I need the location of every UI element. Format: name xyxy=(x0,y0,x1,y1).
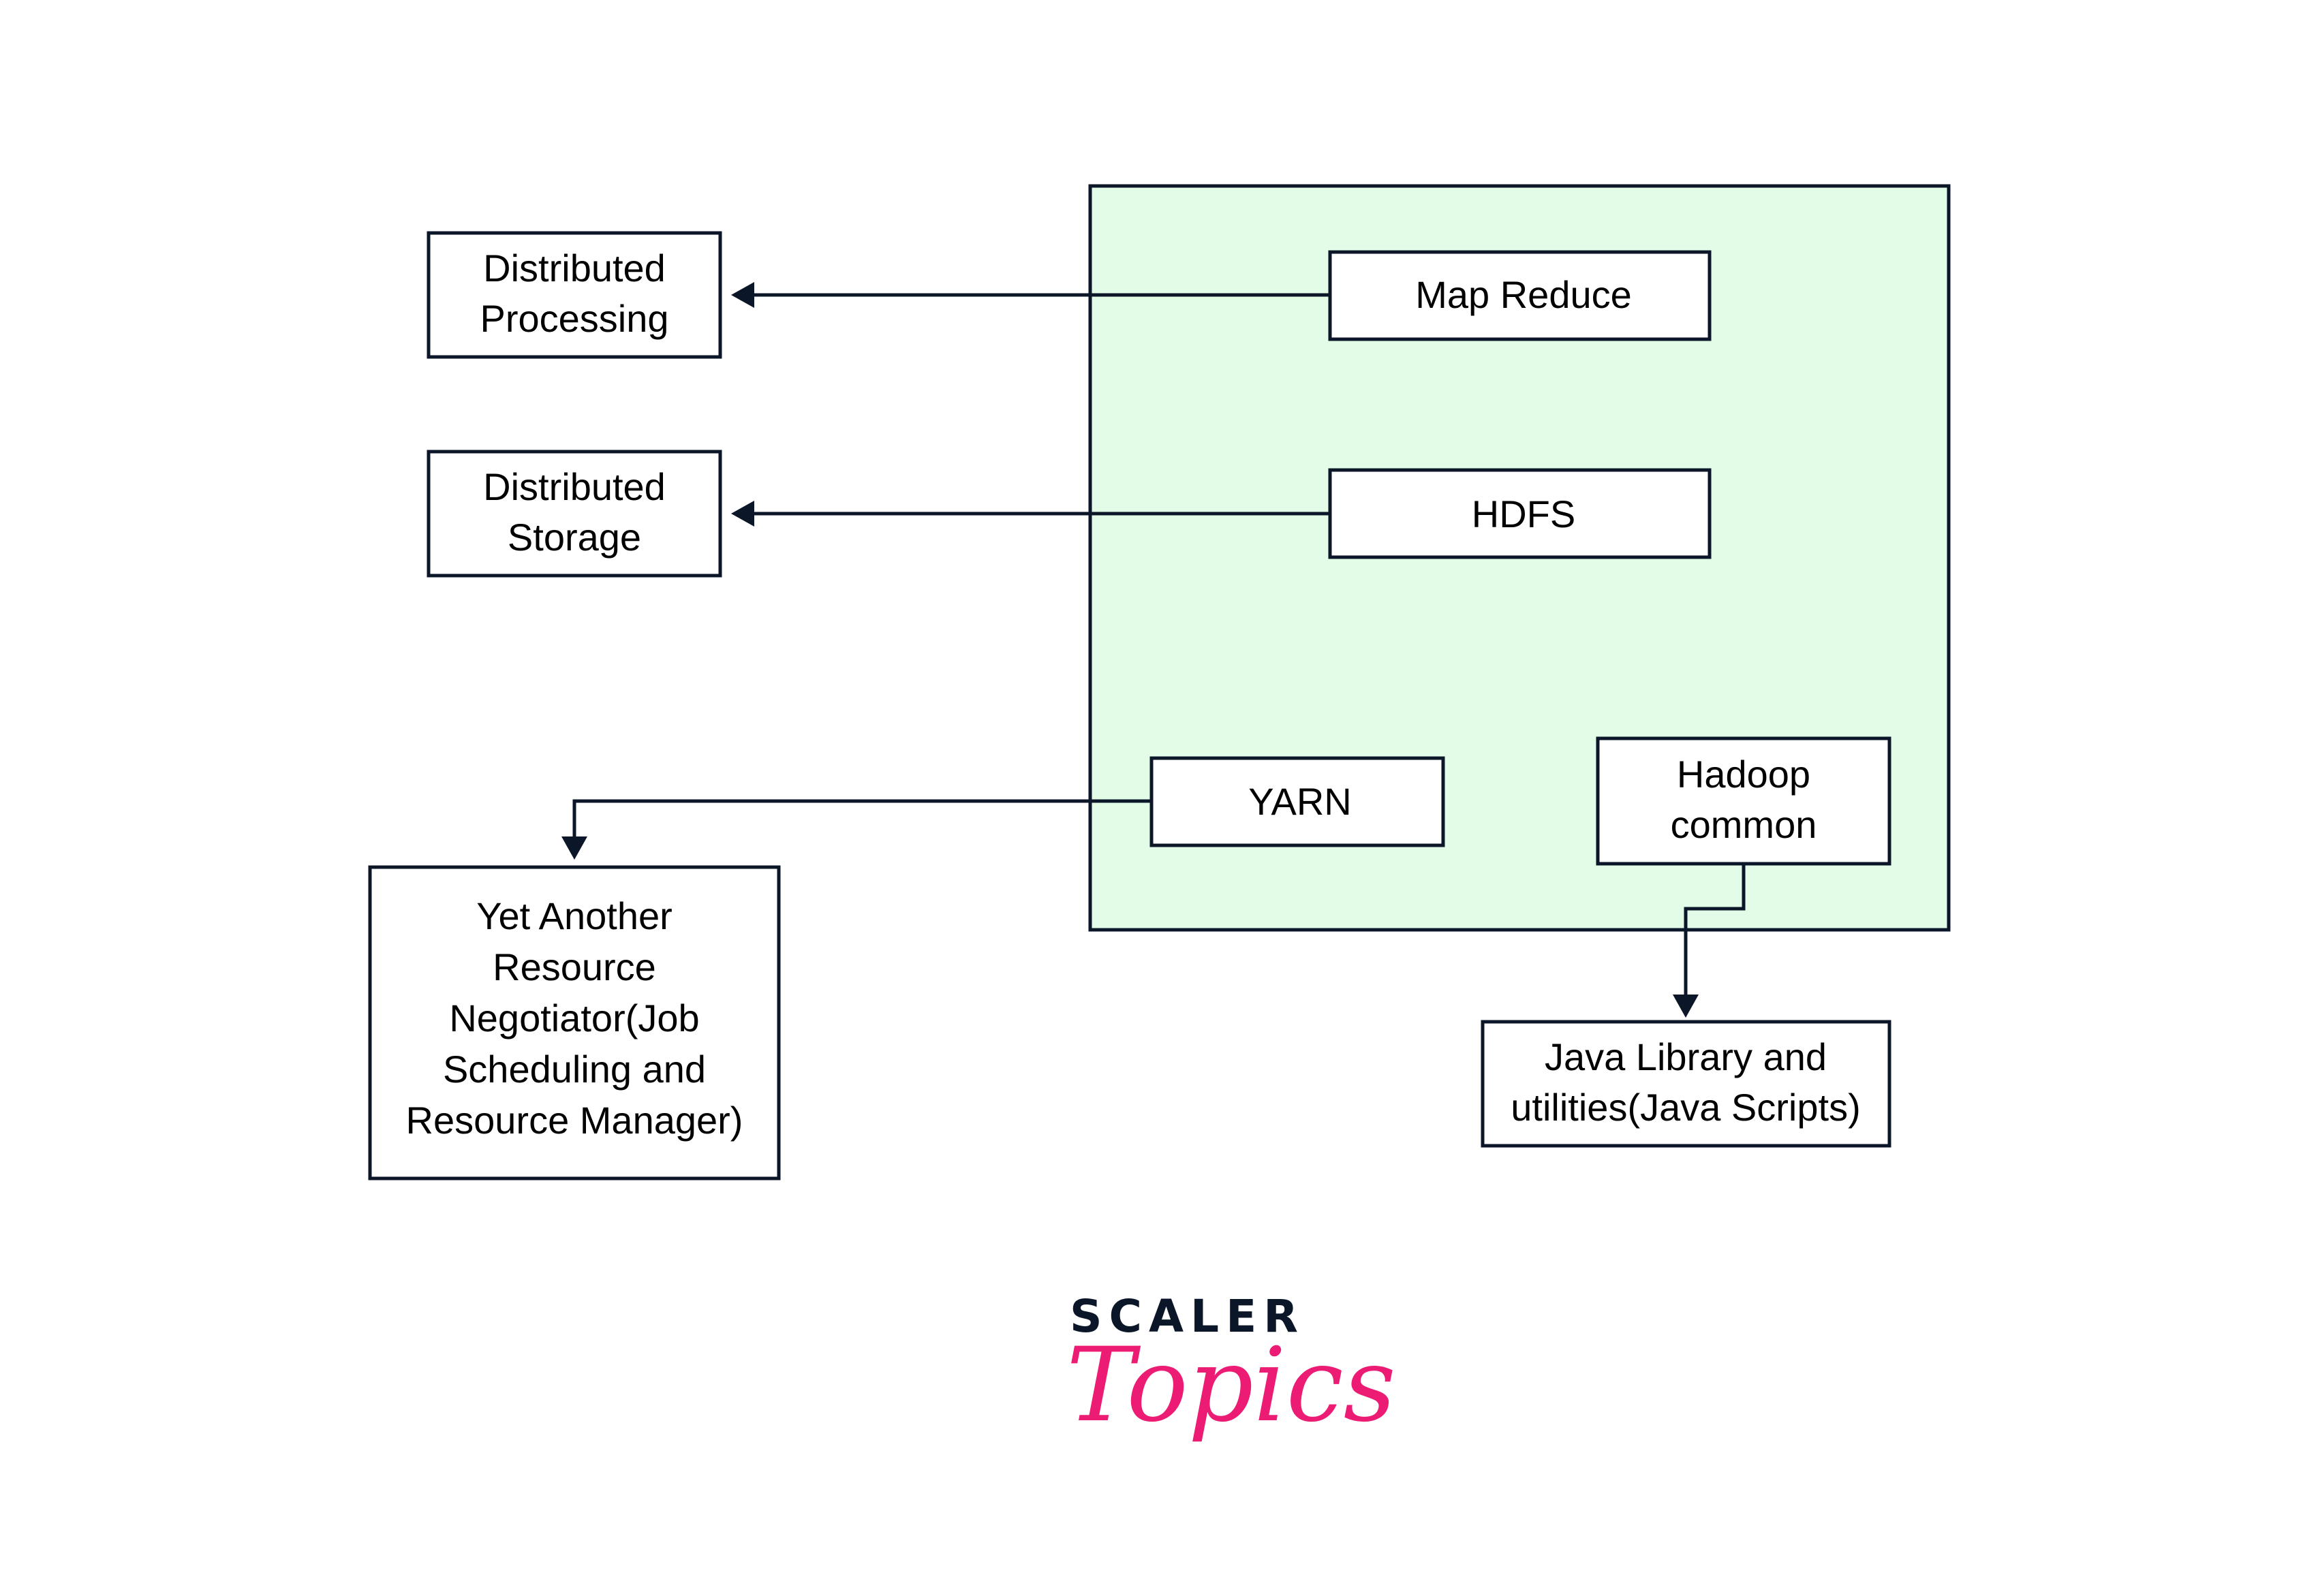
node-hadoop-common: Hadoop common xyxy=(1596,736,1891,866)
node-label-line-3: Negotiator(Job xyxy=(449,997,699,1039)
node-label-line-1: Distributed xyxy=(483,465,666,508)
node-label-line-1: Yet Another xyxy=(476,894,673,937)
node-label-line-5: Resource Manager) xyxy=(406,1099,743,1142)
node-yarn: YARN xyxy=(1149,756,1445,847)
node-distributed-processing: Distributed Processing xyxy=(427,231,722,359)
arrowhead-yarn-description xyxy=(561,836,587,860)
node-label-line-1: Java Library and xyxy=(1545,1035,1827,1078)
edge-common-to-java xyxy=(1684,864,1746,995)
node-label: HDFS xyxy=(1472,492,1575,535)
node-label-line-2: utilities(Java Scripts) xyxy=(1511,1086,1860,1129)
edges xyxy=(572,293,1746,995)
node-label-line-2: Processing xyxy=(480,297,668,340)
node-label: Map Reduce xyxy=(1415,273,1632,316)
logo-scaler-text: SCALER xyxy=(1070,1290,1305,1343)
logo-topics-text: Topics xyxy=(1066,1326,1396,1445)
node-yarn-description: Yet Another Resource Negotiator(Job Sche… xyxy=(368,865,781,1180)
node-distributed-storage: Distributed Storage xyxy=(427,450,722,578)
arrowheads xyxy=(561,282,1699,1018)
node-label-line-2: Resource xyxy=(493,945,656,988)
node-label-line-4: Scheduling and xyxy=(443,1048,706,1091)
node-mapreduce: Map Reduce xyxy=(1328,250,1712,341)
node-label-line-1: Hadoop xyxy=(1677,753,1810,796)
node-java-library: Java Library and utilities(Java Scripts) xyxy=(1481,1020,1891,1148)
node-label: YARN xyxy=(1248,780,1351,823)
node-label-line-2: common xyxy=(1671,803,1817,846)
arrowhead-processing xyxy=(731,282,754,308)
arrowhead-java xyxy=(1673,995,1699,1018)
edge-yarn-to-description xyxy=(572,799,1152,838)
node-hdfs: HDFS xyxy=(1328,468,1712,559)
scaler-topics-logo: SCALER Topics xyxy=(1066,1290,1396,1445)
arrowhead-storage xyxy=(731,501,754,527)
node-label-line-2: Storage xyxy=(508,516,641,559)
node-label-line-1: Distributed xyxy=(483,247,666,290)
